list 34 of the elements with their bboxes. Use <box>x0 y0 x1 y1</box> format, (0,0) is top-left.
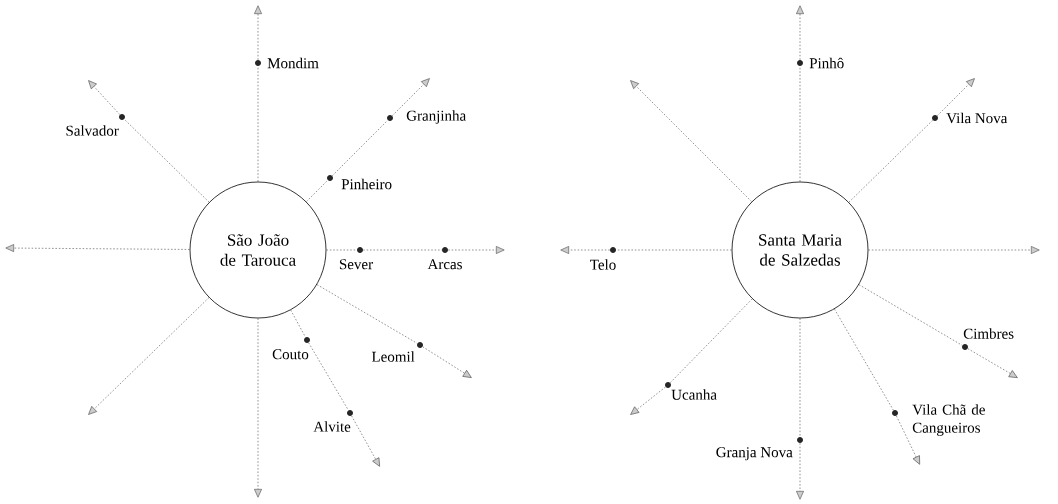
place-label: Telo <box>590 259 616 270</box>
place-label: Sever <box>339 259 373 270</box>
dotted-arrow <box>896 415 920 465</box>
place-label: Salvador <box>66 125 119 136</box>
dotted-arrow <box>254 318 262 498</box>
place-label: Granja Nova <box>716 447 793 461</box>
dotted-arrow <box>351 415 380 467</box>
place-label: Couto <box>272 349 309 360</box>
place-label: Cimbres <box>963 328 1014 339</box>
dotted-arrow <box>967 348 1018 378</box>
place-label: Vila Nova <box>946 112 1008 124</box>
place-label: Vila Chã de Cangueiros <box>912 404 985 436</box>
dotted-arrow <box>5 244 190 252</box>
dotted-arrow <box>796 442 804 500</box>
place-label: Alvite <box>313 421 351 432</box>
dotted-arrow <box>88 297 210 415</box>
dotted-arrow <box>88 80 121 115</box>
place-label: Arcas <box>427 259 462 270</box>
dotted-arrow <box>391 78 430 117</box>
place-label: Mondim <box>267 57 319 69</box>
place-label: Leomil <box>371 351 415 362</box>
dotted-arrow <box>447 246 505 254</box>
dotted-arrow <box>560 246 611 254</box>
dotted-arrow <box>422 346 472 378</box>
dotted-arrow <box>936 78 975 117</box>
dotted-arrow <box>796 5 804 61</box>
place-label: Pinheiro <box>341 178 392 190</box>
place-label: Ucanha <box>671 389 717 400</box>
dotted-arrow <box>630 386 666 415</box>
dotted-arrow <box>868 246 1040 254</box>
dotted-arrow <box>630 80 752 202</box>
place-label: Pinhô <box>809 57 844 69</box>
place-label: Granjinha <box>406 110 466 124</box>
dotted-arrow <box>254 5 262 61</box>
